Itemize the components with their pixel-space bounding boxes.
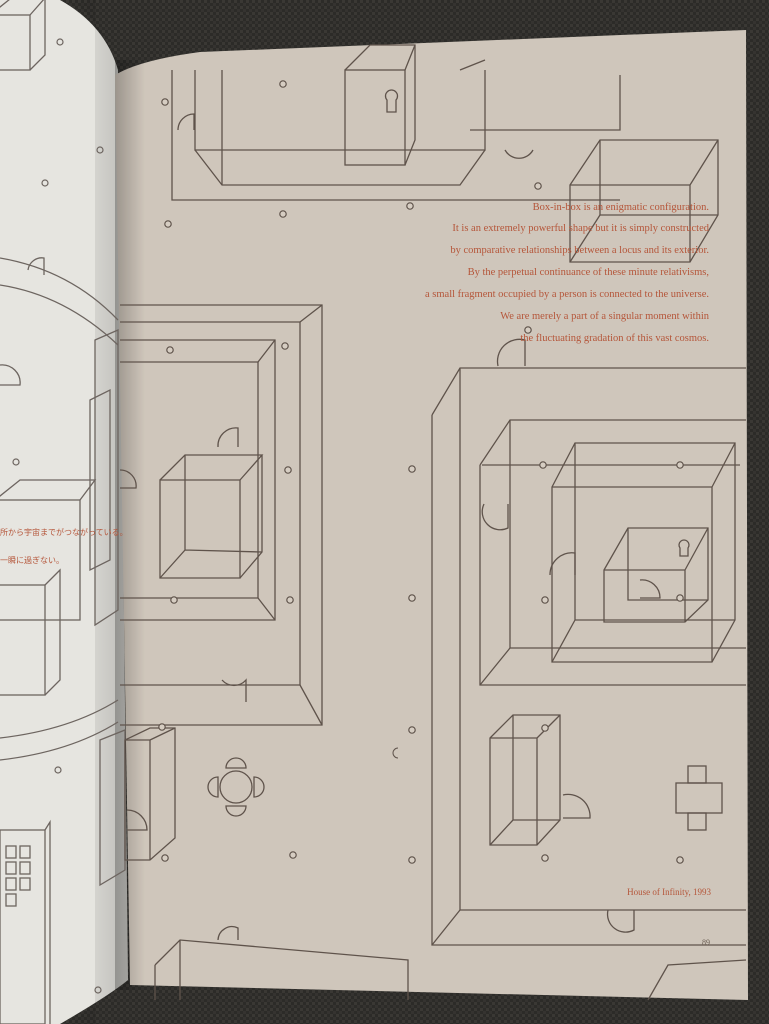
floor-marker-dots [158, 80, 684, 864]
essay-line-3: by comparative relationships between a l… [450, 245, 709, 256]
left-page-jp-line-2: 一瞬に過ぎない。 [0, 556, 64, 565]
stray-mark [392, 747, 399, 759]
page-number: 89 [702, 938, 710, 947]
essay-line-5: a small fragment occupied by a person is… [425, 289, 709, 300]
figure-caption: House of Infinity, 1993 [627, 887, 711, 897]
top-small-box [344, 69, 406, 166]
left-page-jp-line-1: 所から宇宙までがつながっている。 [0, 528, 128, 537]
right-page-gutter-shade [115, 60, 145, 990]
left-page-dots [12, 38, 104, 994]
essay-line-4: By the perpetual continuance of these mi… [467, 267, 709, 278]
essay-line-2: It is an extremely powerful shape but it… [452, 223, 709, 234]
essay-line-7: the fluctuating gradation of this vast c… [520, 333, 709, 344]
essay-line-1: Box-in-box is an enigmatic configuration… [532, 202, 709, 213]
left-page-shade [70, 0, 128, 1024]
architectural-plan-drawing [119, 44, 747, 1001]
left-page-drawing [0, 0, 126, 1024]
essay-line-6: We are merely a part of a singular momen… [500, 311, 709, 322]
